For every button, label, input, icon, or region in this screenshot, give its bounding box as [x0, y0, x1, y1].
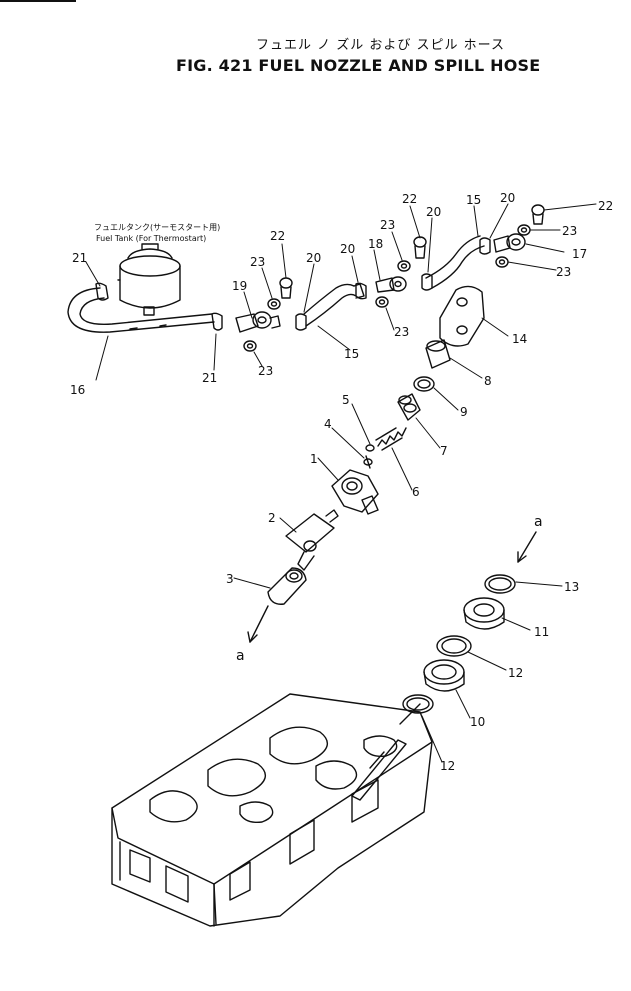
seal-ring-12-lower — [402, 694, 434, 714]
washer-23-a — [267, 298, 281, 310]
hose-clip-20-d — [479, 237, 491, 255]
part-label-6: 6 — [412, 485, 420, 499]
washer-23-d — [397, 260, 411, 272]
hose-clip-20-c — [421, 273, 433, 291]
part-label-23-b: 23 — [258, 364, 273, 378]
joint-17 — [493, 233, 526, 253]
part-label-20-b: 20 — [340, 242, 355, 256]
part-label-10: 10 — [470, 715, 485, 729]
retaining-nut-8 — [425, 339, 451, 369]
part-label-21-upper: 21 — [72, 251, 87, 265]
banjo-bolt-22-right — [531, 204, 545, 225]
hose-16 — [67, 287, 215, 333]
joint-18 — [375, 276, 407, 293]
part-label-16: 16 — [70, 383, 85, 397]
nozzle-2 — [285, 509, 339, 571]
part-label-9: 9 — [460, 405, 468, 419]
part-label-15-right: 15 — [466, 193, 481, 207]
part-label-12-lower: 12 — [440, 759, 455, 773]
part-label-17: 17 — [572, 247, 587, 261]
part-label-5: 5 — [342, 393, 350, 407]
page-title-japanese: フュエル ノ ズル および スピル ホース — [255, 38, 505, 53]
spring-seat-5 — [365, 444, 375, 452]
o-ring-9 — [413, 376, 435, 392]
joint-19-left — [235, 311, 281, 333]
pin-4 — [363, 455, 373, 469]
hose-clip-20-a — [295, 313, 307, 331]
spill-hose-15-left — [303, 283, 365, 327]
part-label-22-left: 22 — [270, 229, 285, 243]
tank-caption-english: Fuel Tank (For Thermostart) — [96, 234, 206, 243]
part-label-21-lower: 21 — [202, 371, 217, 385]
part-label-13: 13 — [564, 580, 579, 594]
banjo-bolt-22-left — [279, 277, 293, 299]
part-label-23-a: 23 — [250, 255, 265, 269]
nozzle-gasket-11 — [463, 597, 505, 630]
part-label-20-d: 20 — [500, 191, 515, 205]
cylinder-head — [111, 693, 433, 927]
reference-label-a-bottom: a — [236, 648, 245, 664]
reference-arrow-a-right — [517, 531, 537, 563]
part-label-2: 2 — [268, 511, 276, 525]
part-label-8: 8 — [484, 374, 492, 388]
part-label-22-right: 22 — [598, 199, 613, 213]
nozzle-holder-body-1 — [331, 469, 379, 515]
banjo-bolt-22-middle — [413, 236, 427, 259]
washer-23-c — [375, 296, 389, 308]
part-label-18: 18 — [368, 237, 383, 251]
part-label-15-left: 15 — [344, 347, 359, 361]
part-label-11: 11 — [534, 625, 549, 639]
part-label-4: 4 — [324, 417, 332, 431]
part-label-23-c: 23 — [380, 218, 395, 232]
seal-ring-13 — [484, 574, 516, 594]
part-label-14: 14 — [512, 332, 527, 346]
flange-14 — [439, 285, 485, 347]
reference-arrow-a-bottom — [247, 605, 269, 643]
page-title: FIG. 421 FUEL NOZZLE AND SPILL HOSE — [176, 56, 541, 75]
corner-mark — [0, 0, 76, 2]
part-label-1: 1 — [310, 452, 318, 466]
part-label-23-f: 23 — [556, 265, 571, 279]
washer-23-b — [243, 340, 257, 352]
hose-clip-21-lower — [211, 312, 223, 331]
spill-hose-15-right — [425, 235, 485, 289]
part-label-23-d: 23 — [394, 325, 409, 339]
part-label-23-e: 23 — [562, 224, 577, 238]
part-label-19: 19 — [232, 279, 247, 293]
leader-lines — [85, 203, 597, 763]
washer-23-f — [495, 256, 509, 268]
part-label-20-c: 20 — [426, 205, 441, 219]
tank-caption-japanese: フュエルタンク(サーモスタート用) — [94, 223, 220, 232]
part-label-22-middle: 22 — [402, 192, 417, 206]
hose-clip-21-upper — [95, 282, 109, 301]
fuel-tank — [117, 243, 181, 316]
spring-6 — [375, 427, 407, 451]
part-label-7: 7 — [440, 444, 448, 458]
part-label-20-a: 20 — [306, 251, 321, 265]
seal-ring-12-upper — [436, 635, 472, 657]
part-label-12-upper: 12 — [508, 666, 523, 680]
part-label-3: 3 — [226, 572, 234, 586]
spacer-7 — [397, 393, 421, 421]
reference-label-a-right: a — [534, 514, 543, 530]
washer-10 — [423, 659, 465, 692]
hose-clip-20-b — [355, 282, 367, 300]
washer-23-e — [517, 224, 531, 236]
nozzle-nut-3 — [267, 567, 307, 605]
